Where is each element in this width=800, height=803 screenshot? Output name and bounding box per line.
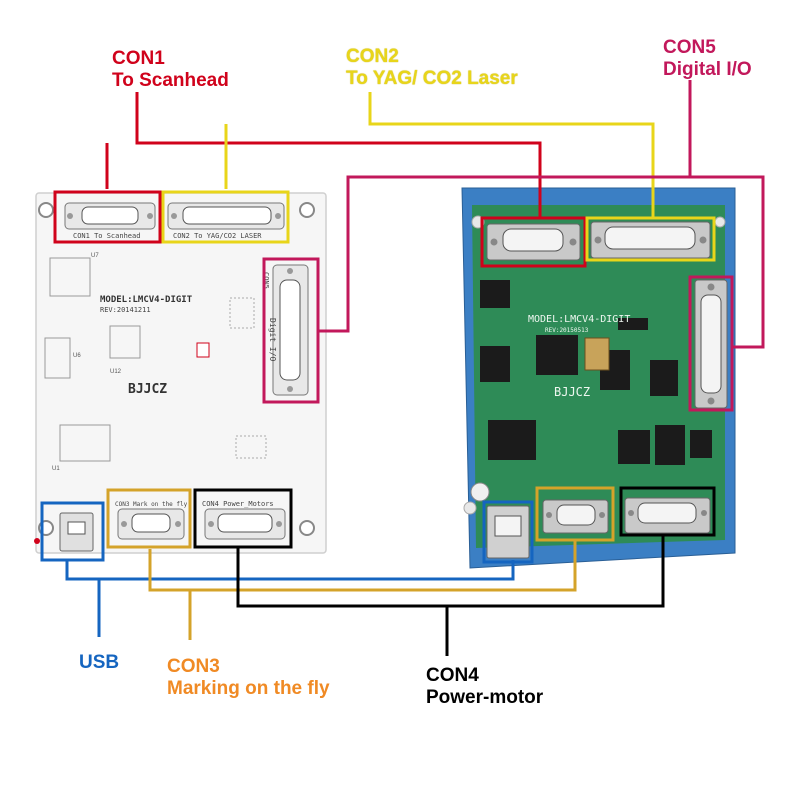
label-con2-desc: To YAG/ CO2 Laser bbox=[346, 68, 518, 89]
right-con2-connector bbox=[590, 221, 711, 259]
left-silk-con5: CON5 bbox=[262, 272, 270, 289]
right-silk-brand: BJJCZ bbox=[554, 385, 590, 399]
left-silk-u7: U7 bbox=[91, 253, 99, 259]
left-con2-connector bbox=[167, 202, 285, 230]
left-silk-u6: U6 bbox=[73, 353, 81, 359]
box-right-con1 bbox=[480, 216, 587, 268]
left-con3-connector bbox=[117, 508, 185, 540]
u7-footprint bbox=[49, 257, 91, 297]
right-ic bbox=[618, 430, 650, 464]
right-ic bbox=[480, 346, 510, 382]
u12-footprint bbox=[109, 325, 141, 359]
label-con1: CON1 To Scanhead bbox=[112, 48, 229, 92]
right-usb-port bbox=[486, 505, 530, 559]
mount-hole bbox=[299, 520, 315, 536]
mount-hole bbox=[38, 202, 54, 218]
label-con3-title: CON3 bbox=[167, 656, 220, 677]
right-ic bbox=[650, 360, 678, 396]
left-silk-brand: BJJCZ bbox=[128, 382, 167, 397]
right-con4-connector bbox=[624, 497, 711, 534]
box-left-con5 bbox=[262, 257, 320, 404]
label-con5-title: CON5 bbox=[663, 37, 716, 58]
wire-con3 bbox=[148, 540, 577, 592]
box-right-con2 bbox=[585, 216, 716, 262]
left-con1-connector bbox=[64, 202, 156, 230]
box-right-con5 bbox=[688, 275, 734, 412]
right-ic bbox=[690, 430, 712, 458]
left-silk-con1: CON1 To Scanhead bbox=[73, 232, 140, 240]
label-con1-title: CON1 bbox=[112, 48, 165, 69]
wire-con1 bbox=[135, 92, 542, 218]
right-ic bbox=[488, 420, 536, 460]
left-silk-con3: CON3 Mark on the fly bbox=[115, 501, 188, 508]
label-con1-desc: To Scanhead bbox=[112, 70, 229, 91]
label-con3: CON3 Marking on the fly bbox=[167, 656, 330, 700]
left-silk-digit-io: Digit I/O bbox=[268, 318, 277, 362]
label-con3-desc: Marking on the fly bbox=[167, 678, 330, 699]
wire-con4 bbox=[236, 535, 665, 608]
u1-footprint bbox=[59, 424, 111, 462]
wire-con2 bbox=[368, 92, 655, 218]
label-con4-title: CON4 bbox=[426, 665, 479, 686]
left-silk-u12: U12 bbox=[110, 369, 122, 375]
right-con3-connector bbox=[542, 499, 609, 534]
wire-con5-left bbox=[318, 175, 690, 333]
right-con5-connector bbox=[694, 279, 728, 409]
mount-hole bbox=[299, 202, 315, 218]
wires bbox=[65, 80, 765, 656]
wire-usb bbox=[65, 560, 515, 581]
right-ic bbox=[655, 425, 685, 465]
label-con2: CON2 To YAG/ CO2 Laser bbox=[346, 46, 518, 90]
qc-sticker bbox=[470, 482, 490, 502]
right-ic bbox=[480, 280, 510, 308]
left-usb-port bbox=[59, 512, 94, 552]
label-con5: CON5 Digital I/O bbox=[663, 37, 752, 81]
box-right-usb bbox=[482, 500, 534, 564]
box-left-usb bbox=[40, 501, 105, 562]
label-con4-desc: Power-motor bbox=[426, 687, 544, 708]
box-right-con4 bbox=[619, 486, 716, 537]
box-left-con2 bbox=[161, 190, 290, 244]
wire-con5 bbox=[688, 80, 765, 349]
left-board: CON1 To Scanhead CON2 To YAG/CO2 LASER C… bbox=[34, 192, 327, 554]
box-left-con1 bbox=[53, 190, 162, 244]
right-con1-connector bbox=[486, 223, 581, 261]
box-left-con3 bbox=[106, 488, 192, 549]
left-silk-rev: REV:20141211 bbox=[100, 306, 151, 314]
box-left-con4 bbox=[193, 488, 293, 549]
right-silk-model: MODEL:LMCV4-DIGIT bbox=[528, 314, 630, 325]
box-right-con3 bbox=[535, 486, 615, 542]
right-ic bbox=[618, 318, 648, 330]
left-silk-model: MODEL:LMCV4-DIGIT bbox=[100, 295, 193, 305]
left-silk-con2: CON2 To YAG/CO2 LASER bbox=[173, 232, 262, 240]
holo-sticker bbox=[584, 337, 610, 371]
label-con4: CON4 Power-motor bbox=[426, 665, 543, 709]
right-ic bbox=[536, 335, 578, 375]
left-silk-u1: U1 bbox=[52, 466, 60, 472]
highlight-boxes bbox=[40, 190, 734, 564]
label-usb-title: USB bbox=[79, 652, 120, 673]
left-con4-connector bbox=[204, 508, 286, 540]
left-con5-connector bbox=[272, 264, 309, 396]
u6-footprint bbox=[44, 337, 71, 379]
left-silk-con4: CON4 Power_Motors bbox=[202, 500, 274, 508]
label-usb: USB bbox=[79, 652, 119, 674]
label-con2-title: CON2 bbox=[346, 46, 399, 67]
right-board: MODEL:LMCV4-DIGIT REV:20150513 BJJCZ bbox=[461, 187, 736, 569]
right-silk-rev: REV:20150513 bbox=[545, 327, 589, 334]
label-con5-desc: Digital I/O bbox=[663, 59, 752, 80]
